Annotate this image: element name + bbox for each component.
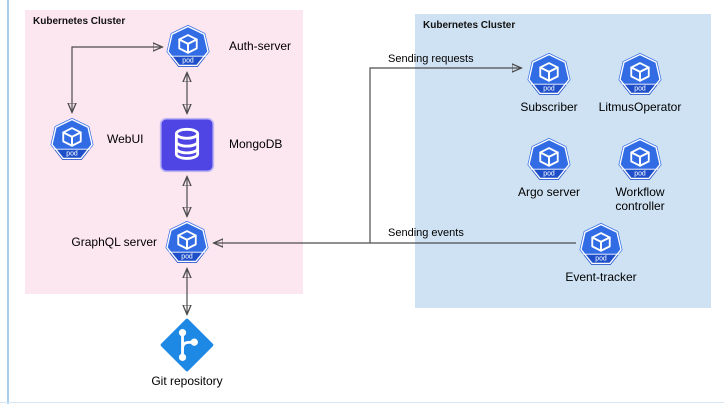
node-graphql-server <box>164 220 210 266</box>
node-auth-server <box>165 24 211 70</box>
cluster-right-label: Kubernetes Cluster <box>423 20 516 31</box>
node-event-tracker-label: Event-tracker <box>565 270 637 284</box>
node-git-repository <box>159 317 215 373</box>
node-graphql-server-label: GraphQL server <box>71 235 157 249</box>
node-mongodb <box>159 117 215 173</box>
window-bottom-edge <box>0 402 724 403</box>
pod-icon <box>617 52 663 98</box>
node-litmus-operator-label: LitmusOperator <box>598 100 682 114</box>
node-auth-server-label: Auth-server <box>229 39 292 53</box>
edge-label-sending-requests: Sending requests <box>388 53 474 65</box>
node-litmus-operator <box>617 52 663 98</box>
node-subscriber-label: Subscriber <box>520 100 578 114</box>
pod-icon <box>578 222 624 268</box>
node-subscriber <box>526 52 572 98</box>
node-argo-server <box>526 137 572 183</box>
pod-icon <box>165 24 211 70</box>
cluster-left-label: Kubernetes Cluster <box>33 16 126 27</box>
git-icon <box>160 318 214 372</box>
node-mongodb-label: MongoDB <box>229 137 283 151</box>
pod-icon <box>617 137 663 183</box>
mongodb-icon <box>159 117 215 173</box>
pod-icon <box>49 117 95 163</box>
window-left-edge <box>7 0 9 404</box>
pod-icon <box>164 220 210 266</box>
node-webui-label: WebUI <box>107 132 144 146</box>
node-workflow-controller <box>617 137 663 183</box>
pod-icon <box>526 52 572 98</box>
node-event-tracker <box>578 222 624 268</box>
pod-icon <box>526 137 572 183</box>
node-argo-server-label: Argo server <box>517 185 581 199</box>
node-webui <box>49 117 95 163</box>
edge-label-sending-events: Sending events <box>388 227 464 239</box>
node-workflow-controller-label: Workflow controller <box>615 185 665 213</box>
node-git-repository-label: Git repository <box>151 374 223 388</box>
